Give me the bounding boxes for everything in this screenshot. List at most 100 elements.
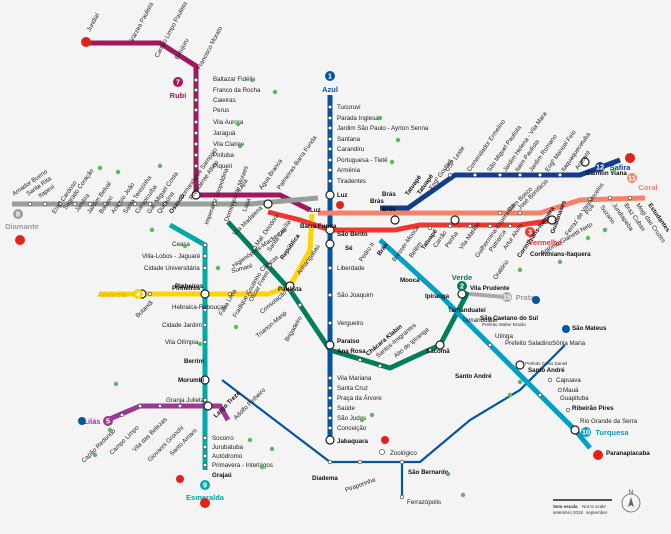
badge-rubi: 7	[176, 78, 180, 87]
label-turquesa: Turquesa	[595, 428, 629, 437]
station-perus: Perus	[213, 107, 229, 114]
station-praca-arvore: Praça da Árvore	[337, 395, 382, 402]
station-liberdade: Liberdade	[337, 265, 365, 272]
station-ipiranga: Ipiranga	[425, 293, 450, 300]
legend-scale-pt: Sem escala	[553, 504, 578, 509]
station-diadema: Diadema	[312, 475, 338, 482]
line-vermelha	[267, 209, 556, 233]
station-sao-caetano: São Caetano do Sul	[480, 315, 538, 322]
badge-diamante: 8	[16, 210, 20, 219]
north-label: N	[629, 490, 633, 496]
station-jurubatuba: Jurubatuba	[212, 444, 244, 451]
station-parada-inglesa: Parada Inglesa	[337, 115, 379, 122]
station-carandiru: Carandiru	[337, 146, 365, 153]
station-paulista: Paulista	[278, 286, 302, 293]
station-piqueri: Piqueri	[213, 163, 232, 170]
station-autodromo: Autódromo	[212, 453, 243, 460]
station-bras-safira: Brás	[382, 191, 396, 198]
station-sao-caetano-sub: Prefeito Walter Braido	[482, 322, 526, 327]
station-santo-andre-bus: Santo André	[455, 373, 492, 380]
station-ribeirao-pires: Ribeirão Pires	[572, 405, 614, 412]
station-jabaquara: Jabaquara	[337, 438, 369, 445]
station-santana: Santana	[337, 136, 361, 143]
badge-coral: 11	[628, 174, 636, 183]
station-sao-mateus: São Mateus	[572, 325, 607, 332]
station-vila-olimpia: Vila Olímpia	[165, 339, 199, 346]
legend: Sem escala Not to scale setembro 2018 se…	[553, 490, 641, 515]
station-corinthians-coral: Corinthians-Itaquera	[530, 251, 591, 258]
station-baltazar: Baltazar Fidélis	[213, 76, 255, 83]
station-franco: Franco da Rocha	[213, 87, 261, 94]
train-icon-group	[15, 37, 635, 508]
station-jaragua: Jaraguá	[213, 130, 236, 137]
legend-date-pt: setembro 2018	[553, 510, 584, 515]
label-rubi: Rubi	[170, 91, 187, 100]
station-sao-bernardo: São Bernardo	[408, 469, 449, 476]
station-socorro: Socorro	[212, 435, 234, 442]
station-capuava: Capuava	[556, 377, 581, 384]
label-verde: Verde	[452, 273, 472, 282]
station-tucuruvi: Tucuruvi	[337, 104, 361, 111]
station-vila-mariana: Vila Mariana	[337, 375, 372, 382]
badge-lilas: 5	[106, 417, 110, 426]
station-lapa-diamante: Lapa	[241, 197, 252, 213]
station-luz: Luz	[337, 192, 348, 199]
station-luz-coral: Luz	[310, 207, 321, 214]
station-cidade-jardim: Cidade Jardim	[162, 322, 202, 329]
line-safira	[380, 157, 621, 211]
station-portuguesa-tiete: Portuguesa - Tietê	[337, 157, 388, 164]
station-mooca: Mooca	[400, 277, 420, 284]
label-amarela: Amarela	[97, 290, 127, 299]
station-vila-clarice: Vila Clarice	[213, 141, 245, 148]
station-maua: Mauá	[563, 387, 579, 394]
line-coral	[318, 195, 646, 216]
station-santa-cruz: Santa Cruz	[337, 385, 368, 392]
badge-verde: 2	[460, 282, 464, 291]
station-prefeito-saladino: Prefeito Saladino	[505, 340, 553, 347]
station-bras-tq: Brás	[370, 198, 384, 205]
badge-turquesa: 10	[582, 428, 590, 437]
station-rio-grande: Rio Grande da Serra	[580, 418, 638, 425]
station-sao-judas: São Judas	[337, 415, 366, 422]
station-vergueiro: Vergueiro	[337, 320, 364, 327]
station-tiradentes: Tiradentes	[337, 178, 366, 185]
legend-scale-en: Not to scale	[582, 504, 606, 509]
badge-azul: 1	[328, 72, 332, 81]
badge-safira: 12	[596, 163, 604, 172]
label-diamante: Diamante	[5, 222, 39, 231]
station-sacoma: Sacomã	[426, 348, 450, 355]
station-paraiso: Paraíso	[337, 338, 360, 345]
line-rubi	[84, 40, 312, 213]
label-prata: Prata	[516, 293, 536, 302]
label-vermelha: Vermelha	[528, 238, 562, 247]
badge-amarela: 4	[136, 290, 141, 299]
station-ferrazopolis: Ferrazópolis	[407, 499, 441, 506]
label-esmeralda: Esmeralda	[186, 493, 225, 502]
badge-esmeralda: 9	[203, 481, 207, 490]
station-zoologico: Zoológico	[390, 450, 417, 457]
station-grajau: Grajaú	[212, 472, 232, 479]
station-vila-aurora: Vila Aurora	[213, 119, 244, 126]
integration-dots	[92, 77, 617, 498]
station-pinheiros-amarela: Pinheiros	[175, 283, 204, 290]
badge-prata: 15	[503, 293, 511, 302]
station-paranapiacaba: Paranapiacaba	[606, 450, 650, 457]
station-pirituba: Pirituba	[213, 152, 235, 159]
station-morumbi: Morumbi	[178, 377, 204, 384]
station-sao-joaquim: São Joaquim	[337, 292, 373, 299]
label-azul: Azul	[322, 85, 338, 94]
north-arrow-icon	[621, 493, 641, 513]
station-saude: Saúde	[337, 405, 355, 412]
badge-vermelha: 3	[528, 228, 532, 237]
label-safira: Safira	[610, 163, 632, 172]
station-se: Sé	[345, 245, 353, 252]
station-caieiras: Caieiras	[213, 97, 236, 104]
station-ana-rosa: Ana Rosa	[337, 348, 366, 355]
station-calmon-viana: Calmon Viana	[586, 170, 627, 177]
station-villa-lobos: Villa-Lobos - Jaguaré	[142, 253, 201, 260]
station-granja-julieta: Granja Julieta	[166, 397, 205, 404]
station-sonia-maria: Sônia Maria	[552, 340, 586, 347]
station-jardim-sao-paulo: Jardim São Paulo - Ayrton Senna	[337, 125, 429, 132]
station-tamanduatei: Tamanduateí	[448, 307, 486, 314]
station-santo-andre: Santo André	[528, 367, 565, 374]
